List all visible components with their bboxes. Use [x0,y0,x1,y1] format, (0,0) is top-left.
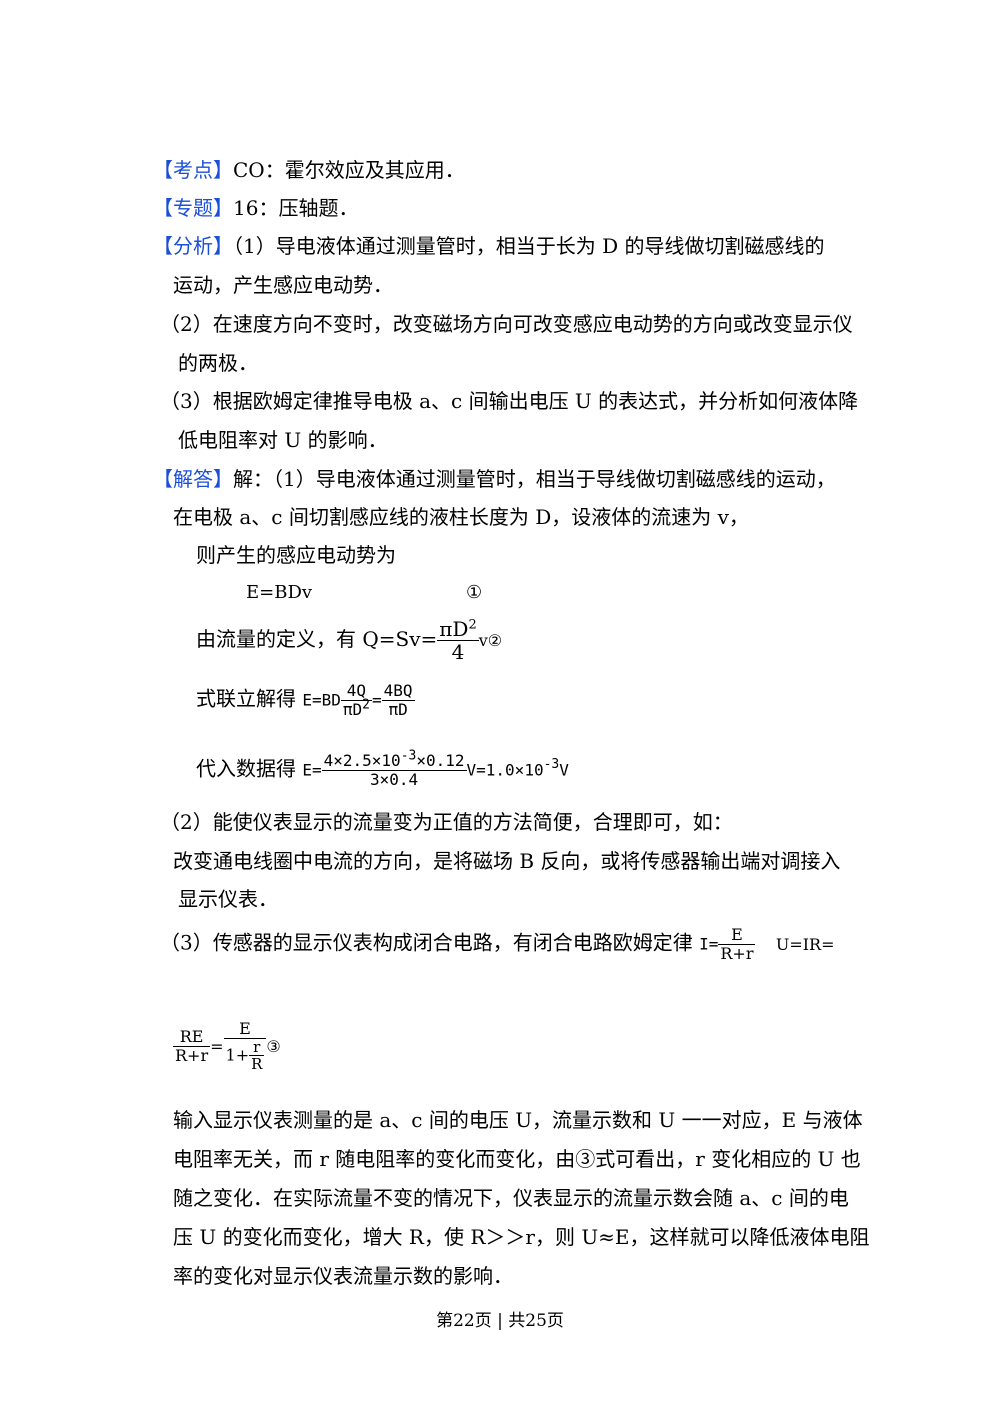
fenxi-line-1: 【分析】（1）导电液体通过测量管时，相当于长为 D 的导线做切割磁感线的 [153,236,824,256]
jieda-l1: 解：（1）导电液体通过测量管时，相当于导线做切割磁感线的运动， [233,467,836,491]
part3-l4: 压 U 的变化而变化，增大 R，使 R＞＞r，则 U≈E，这样就可以降低液体电阻 [173,1225,870,1249]
equation-6-num: RE [179,1027,204,1047]
fenxi-tag: 【分析】 [153,234,233,258]
equation-4-prefix: 代入数据得 [196,756,296,781]
equation-2-tail: v② [478,631,503,650]
equation-2-num: πD [439,617,469,641]
equation-4-num: 4×2.5×10 [323,751,401,770]
part3-l3: 随之变化．在实际流量不变的情况下，仪表显示的流量示数会随 a、c 间的电 [173,1186,849,1210]
equation-6-mark: ③ [266,1036,281,1056]
equation-2-fraction: πD2 4 [437,617,479,663]
kaodian-tag: 【考点】 [153,158,233,182]
part2-title: （2）能使仪表显示的流量变为正值的方法简便，合理即可，如： [160,810,733,834]
jieda-l3: 则产生的感应电动势为 [196,543,396,567]
equation-2-prefix: 由流量的定义，有 Q=Sv= [196,627,438,651]
fenxi-p1b: 运动，产生感应电动势． [173,273,393,297]
part3-l2: 电阻率无关，而 r 随电阻率的变化而变化，由③式可看出，r 变化相应的 U 也 [173,1147,861,1171]
equation-6-den2-den: R [249,1055,265,1074]
equation-5-num: E [731,925,743,944]
equation-5-den: R+r [718,943,756,963]
part3-prefix: （3）传感器的显示仪表构成闭合电路，有闭合电路欧姆定律 [160,930,693,955]
equation-3-eq: = [371,690,382,710]
zhuanti-tag: 【专题】 [153,196,233,220]
zhuanti-line: 【专题】16：压轴题． [153,198,358,218]
equation-6-eq: = [210,1036,224,1056]
equation-3-sup1: 2 [362,697,370,713]
fenxi-p3b: 低电阻率对 U 的影响． [178,428,388,452]
equation-6-den2-a: 1+ [225,1045,250,1065]
jieda-line-1: 【解答】解：（1）导电液体通过测量管时，相当于导线做切割磁感线的运动， [153,469,836,489]
page-footer: 第22页 | 共25页 [436,1311,564,1331]
fenxi-p2b: 的两极． [178,351,258,375]
equation-1-mark: ① [466,582,483,603]
equation-4-unit: V [559,760,569,780]
part2-l1: 改变通电线圈中电流的方向，是将磁场 B 反向，或将传感器输出端对调接入 [173,849,841,873]
equation-2-sup: 2 [468,617,477,633]
equation-3-num1: 4Q [346,681,367,700]
equation-3-den2: πD [381,699,415,719]
fenxi-p1a: （1）导电液体通过测量管时，相当于长为 D 的导线做切割磁感线的 [233,234,825,258]
equation-5-tail: U=IR= [775,934,835,954]
equation-4-rhs-sup: -3 [543,756,560,772]
equation-4-lhs: E= [302,760,322,780]
equation-6-den: R+r [173,1045,211,1065]
jieda-l2: 在电极 a、c 间切割感应线的液柱长度为 D，设液体的流速为 v， [173,505,749,529]
jieda-tag: 【解答】 [153,467,233,491]
equation-5-lhs: I= [699,934,719,954]
kaodian-line: 【考点】CO：霍尔效应及其应用． [153,160,465,180]
equation-6-num2: E [239,1019,251,1038]
equation-4-num-tail: ×0.12 [416,751,465,770]
part3-l5: 率的变化对显示仪表流量示数的影响． [173,1264,513,1288]
fenxi-p2a: （2）在速度方向不变时，改变磁场方向可改变感应电动势的方向或改变显示仪 [160,312,853,336]
kaodian-text: CO：霍尔效应及其应用． [233,158,465,182]
equation-3-lhs: E=BD [302,690,341,710]
part3-l1: 输入显示仪表测量的是 a、c 间的电压 U，流量示数和 U 一一对应，E 与液体 [173,1108,863,1132]
equation-4-num-sup: -3 [400,748,417,764]
equation-4-rhs: V=1.0×10 [466,760,544,780]
equation-6-den2-num: r [253,1037,261,1056]
part2-l2: 显示仪表． [178,887,278,911]
zhuanti-text: 16：压轴题． [233,196,359,220]
equation-1: E=BDv [246,582,313,603]
fenxi-p3a: （3）根据欧姆定律推导电极 a、c 间输出电压 U 的表达式，并分析如何液体降 [160,389,859,413]
equation-4-den: 3×0.4 [321,769,467,789]
equation-2-den: 4 [437,640,479,663]
equation-3-prefix: 式联立解得 [196,686,296,711]
equation-3-den1: πD [342,699,363,719]
equation-3-num2: 4BQ [383,681,413,700]
